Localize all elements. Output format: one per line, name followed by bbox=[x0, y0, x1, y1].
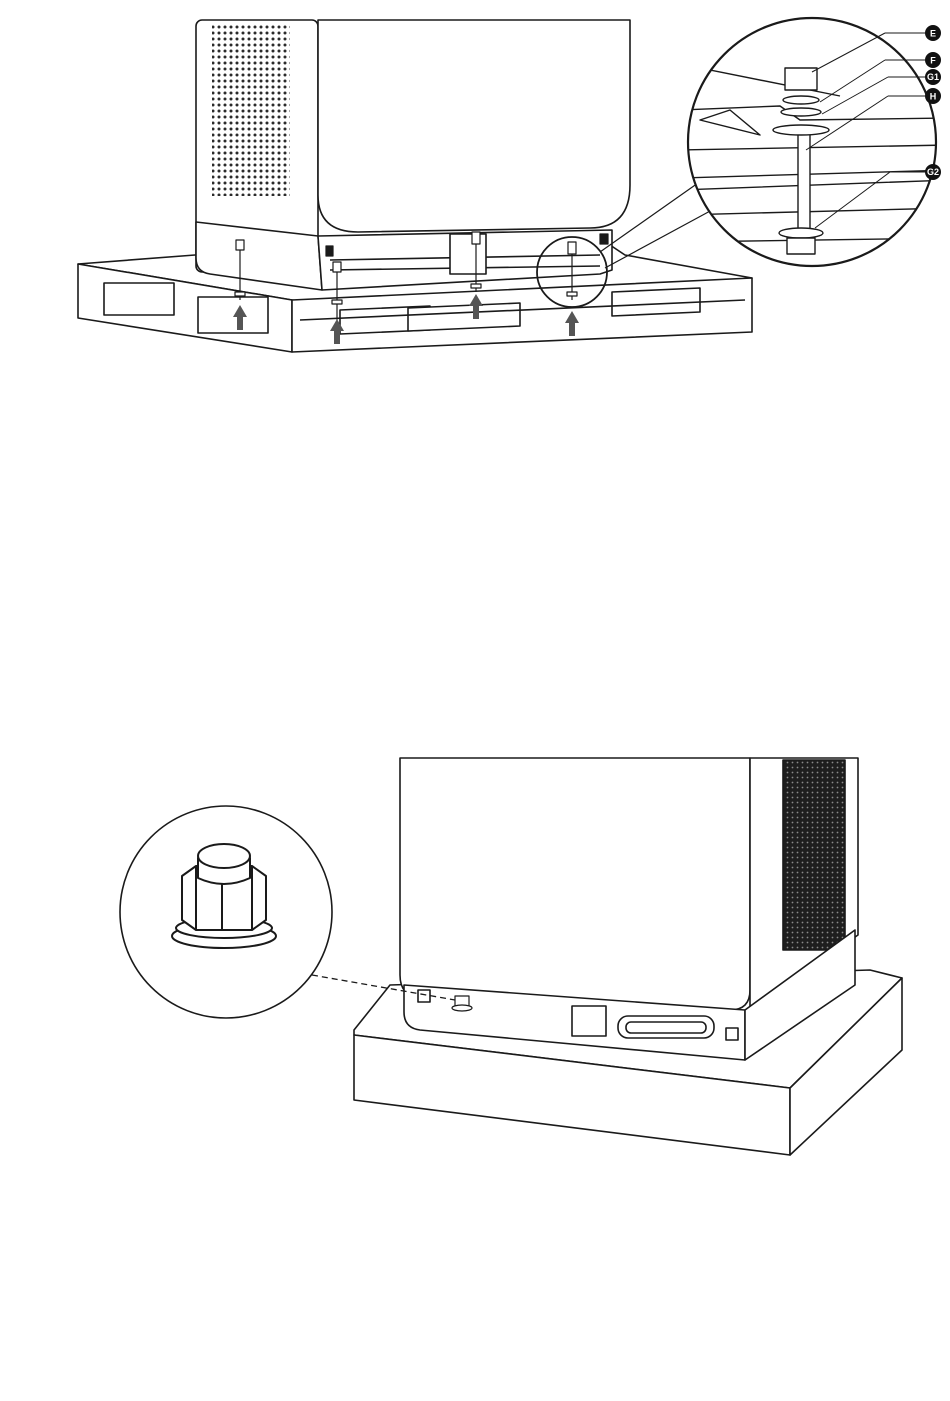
pallet-opening bbox=[104, 283, 174, 315]
vent-grille bbox=[783, 760, 845, 950]
callout-F: F bbox=[925, 52, 941, 68]
pallet-opening bbox=[198, 297, 268, 333]
callout-E: E bbox=[925, 25, 941, 41]
callout-label-G2: G2 bbox=[927, 167, 939, 177]
callout-label-G1: G1 bbox=[927, 72, 939, 82]
callout-label-H: H bbox=[930, 92, 937, 102]
vent-grille bbox=[212, 24, 290, 196]
figure-bottom-foundation bbox=[120, 758, 902, 1155]
zoom-detail bbox=[680, 10, 950, 280]
callout-label-E: E bbox=[930, 29, 936, 39]
figure-top-pallet-mounting bbox=[78, 10, 950, 352]
hex-nut-icon bbox=[452, 996, 472, 1011]
callout-G1: G1 bbox=[925, 69, 941, 85]
callout-H: H bbox=[925, 88, 941, 104]
cabinet-side-panel bbox=[318, 20, 630, 232]
callout-G2: G2 bbox=[925, 164, 941, 180]
cabinet-front-panel bbox=[400, 758, 750, 1010]
callout-label-F: F bbox=[930, 56, 936, 66]
pallet-opening bbox=[408, 303, 520, 331]
